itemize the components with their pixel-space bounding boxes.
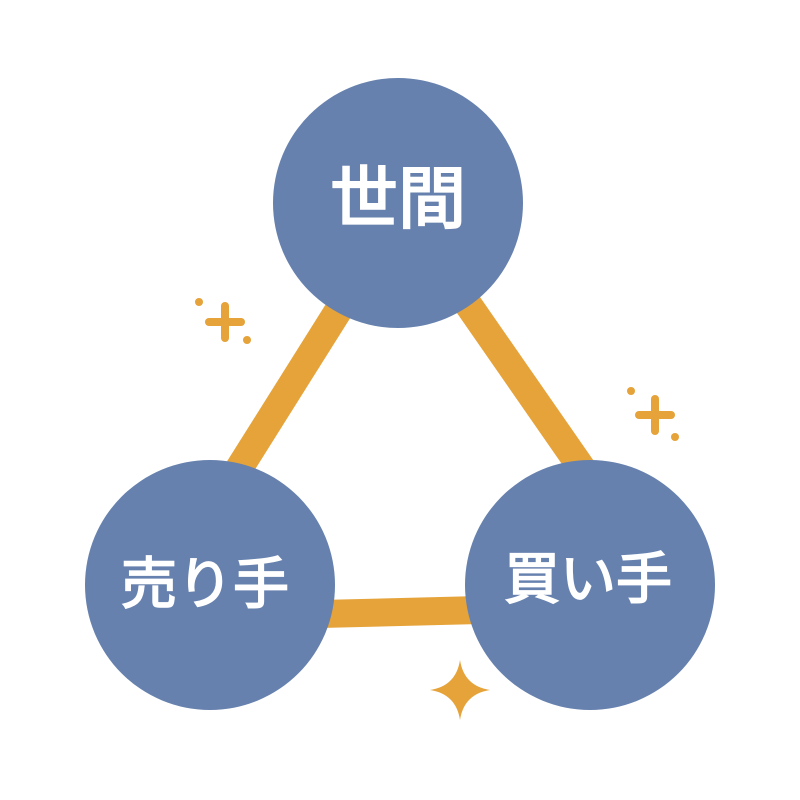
connector-left-right xyxy=(319,596,481,628)
sparkle-icon xyxy=(627,387,679,441)
node-top: 世間 xyxy=(273,78,523,328)
connectors xyxy=(223,292,602,628)
sparkle-icon xyxy=(195,298,251,344)
node-left: 売り手 xyxy=(85,460,335,710)
sparkle-icon xyxy=(430,660,490,720)
connector-top-left xyxy=(223,292,357,483)
sparkles xyxy=(195,298,679,720)
connector-top-right xyxy=(453,292,602,488)
node-top-label: 世間 xyxy=(330,161,466,240)
node-right: 買い手 xyxy=(465,460,715,710)
node-left-label: 売り手 xyxy=(121,553,289,618)
node-right-label: 買い手 xyxy=(504,548,672,613)
